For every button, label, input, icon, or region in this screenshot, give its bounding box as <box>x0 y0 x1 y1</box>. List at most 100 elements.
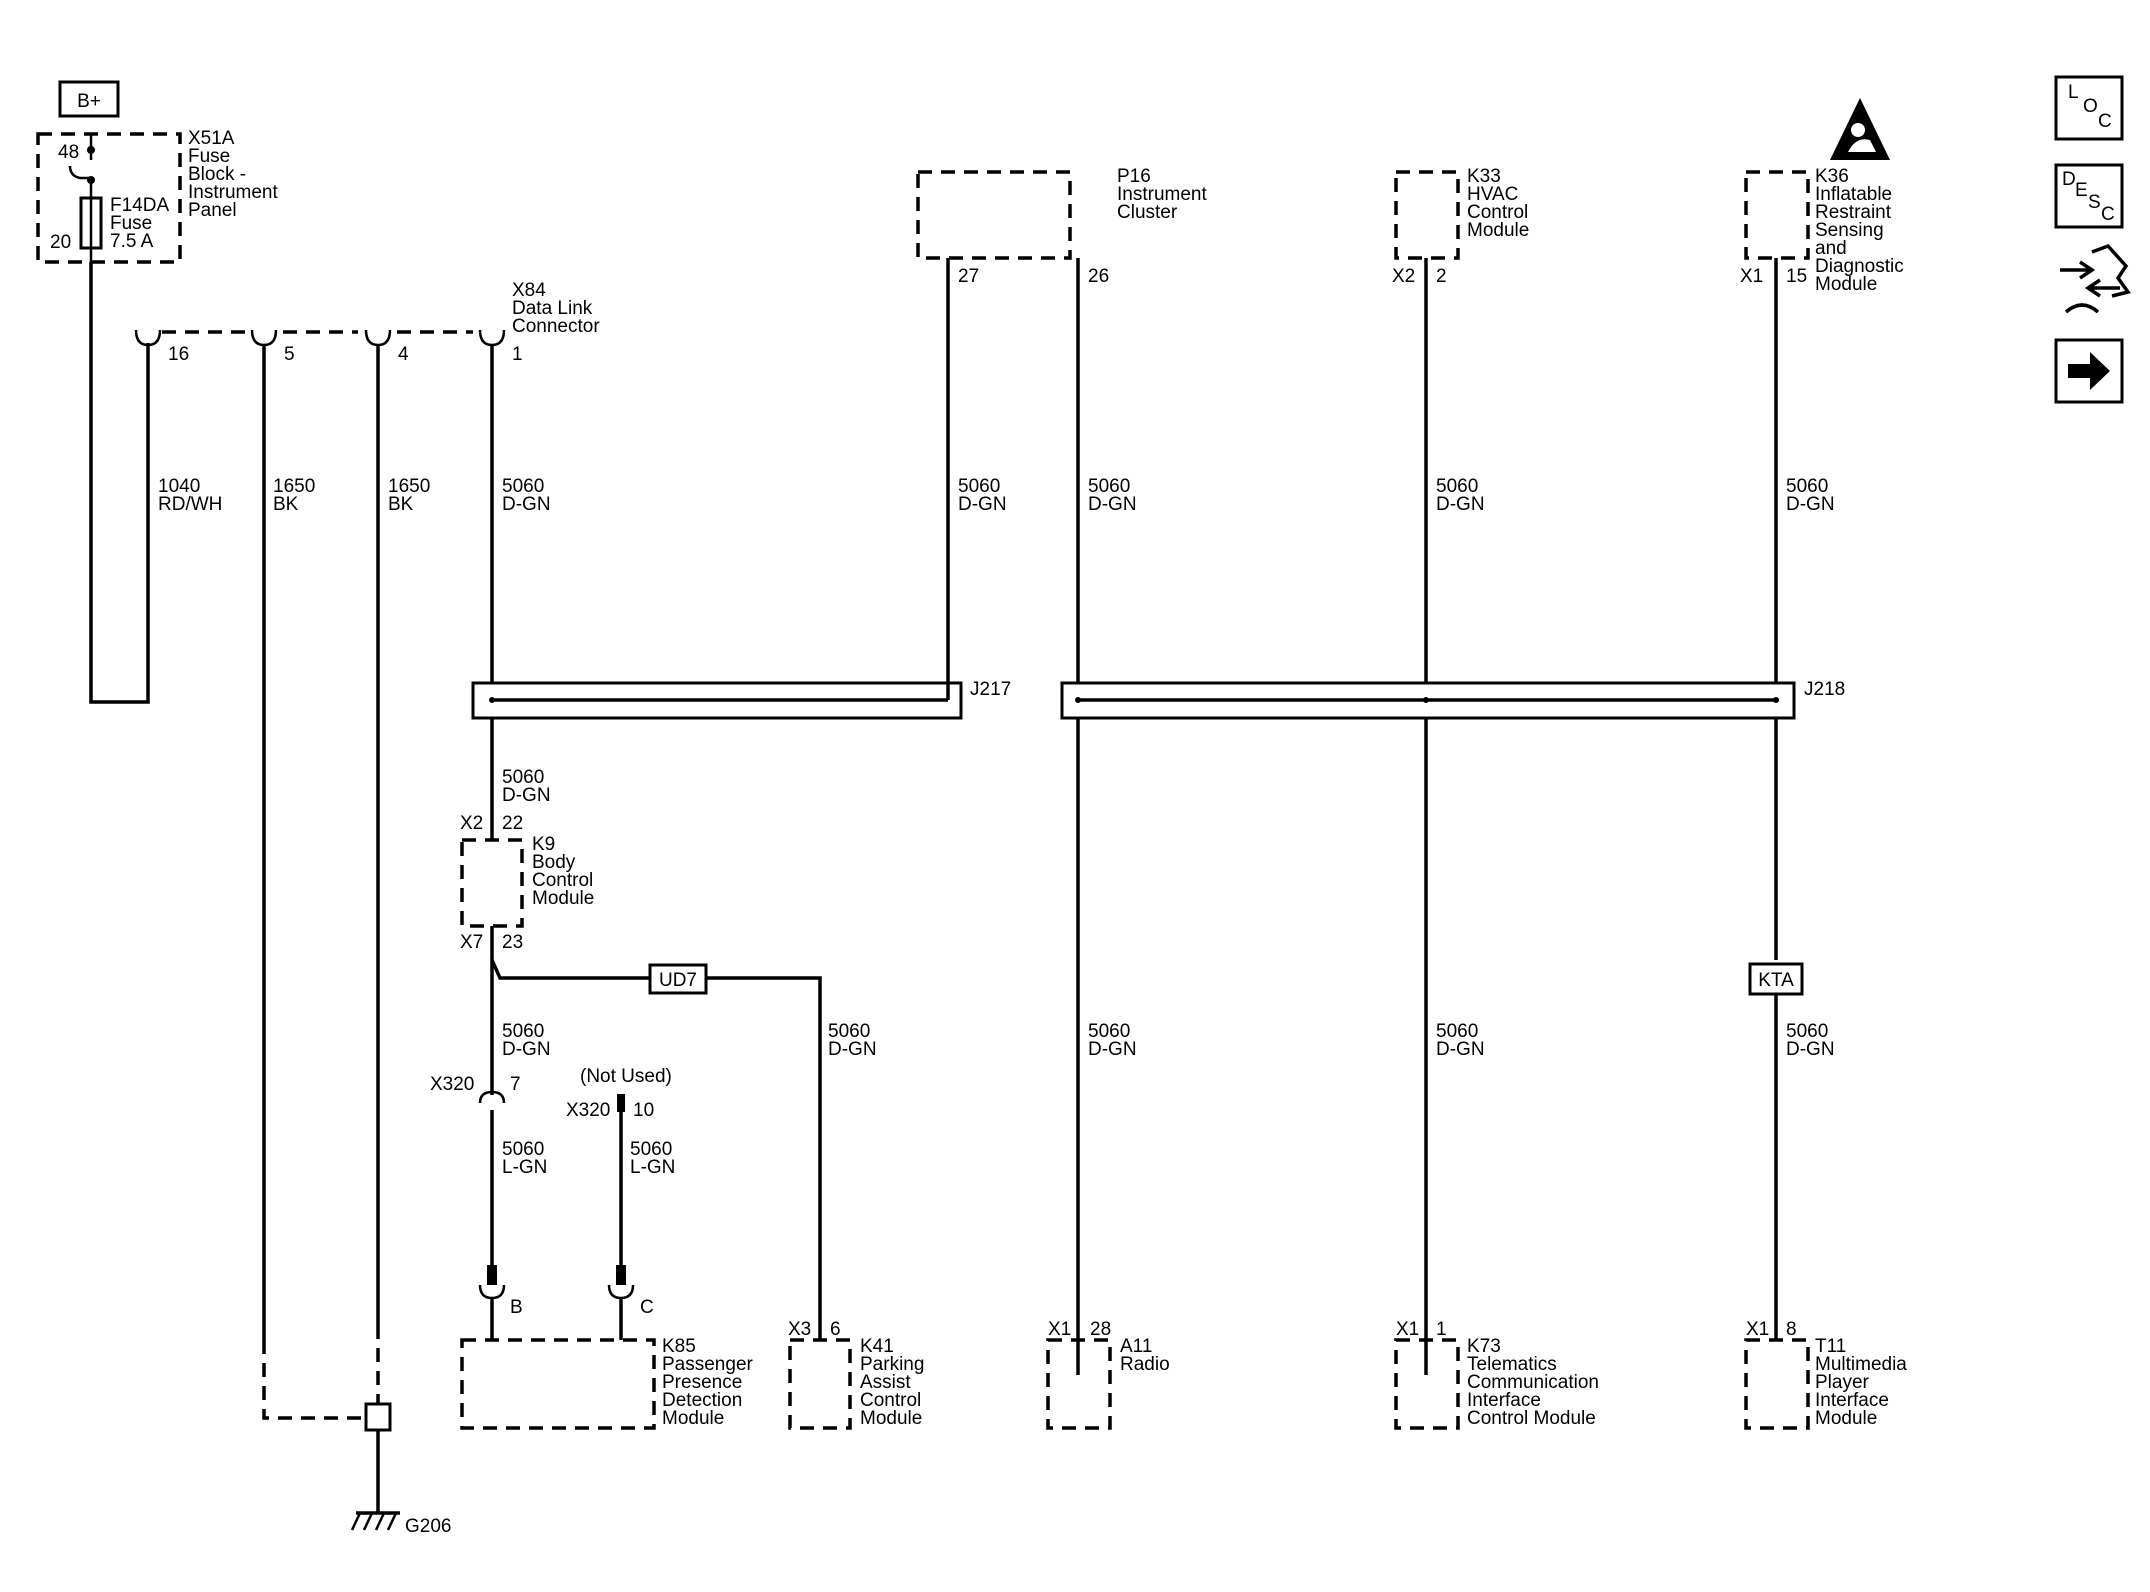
ground-label: G206 <box>405 1516 451 1537</box>
wire-t11-color: D-GN <box>1786 1039 1835 1060</box>
k36-name-2: Restraint <box>1815 202 1892 223</box>
wire-p16-26-num: 5060 <box>1088 476 1130 497</box>
desc-icon[interactable]: D E S C <box>2054 163 2124 229</box>
dlc-pin-1 <box>478 329 506 347</box>
k9-name-1: Body <box>532 852 576 873</box>
k73-name-4: Control Module <box>1467 1408 1596 1429</box>
module-k85 <box>460 1338 656 1430</box>
svg-text:C: C <box>2098 111 2112 132</box>
wire-1040-num: 1040 <box>158 476 200 497</box>
k33-name-3: Module <box>1467 220 1529 241</box>
wire-k73-num: 5060 <box>1436 1021 1478 1042</box>
svg-text:C: C <box>2101 204 2115 225</box>
k36-name-6: Module <box>1815 274 1877 295</box>
fuse-block-name-4: Panel <box>188 200 237 221</box>
bplus-label: B+ <box>77 91 101 112</box>
svg-text:E: E <box>2075 180 2088 201</box>
dlc-name-1: Data Link <box>512 298 593 319</box>
wire-k33-color: D-GN <box>1436 494 1485 515</box>
fuse-block-name-2: Block - <box>188 164 246 185</box>
x320-pin-7 <box>478 1090 506 1104</box>
fuse-block-pin-top: 48 <box>58 142 79 163</box>
module-k33 <box>1394 170 1460 260</box>
k36-conn: X1 <box>1740 266 1763 287</box>
next-arrow-icon[interactable] <box>2054 338 2124 404</box>
wire-1650a-color: BK <box>273 494 299 515</box>
option-kta-label: KTA <box>1758 970 1794 991</box>
wire-5060-k9-color: D-GN <box>502 785 551 806</box>
wire-k41-num: 5060 <box>828 1021 870 1042</box>
dlc-pin-4-label: 4 <box>398 344 409 365</box>
option-kta <box>1748 962 1804 996</box>
k85-name-1: Passenger <box>662 1354 754 1375</box>
dlc-pin-5-label: 5 <box>284 344 295 365</box>
k41-name-4: Module <box>860 1408 922 1429</box>
fuse-name: Fuse <box>110 213 152 234</box>
loc-icon[interactable]: L O C <box>2054 75 2124 141</box>
k36-name-1: Inflatable <box>1815 184 1892 205</box>
k41-name-2: Assist <box>860 1372 911 1393</box>
module-k41 <box>788 1338 852 1430</box>
wire-k36-num: 5060 <box>1786 476 1828 497</box>
svg-text:L: L <box>2068 82 2079 103</box>
x320-pin-10 <box>617 1094 625 1112</box>
module-a11 <box>1046 1338 1112 1430</box>
wire-t11-num: 5060 <box>1786 1021 1828 1042</box>
k85-name-2: Presence <box>662 1372 742 1393</box>
wire-p16-26-color: D-GN <box>1088 494 1137 515</box>
wire-k36-color: D-GN <box>1786 494 1835 515</box>
wire-a11-num: 5060 <box>1088 1021 1130 1042</box>
fuse-block-name-1: Fuse <box>188 146 230 167</box>
wire-k9-down-num: 5060 <box>502 1021 544 1042</box>
x320-id-a: X320 <box>430 1074 474 1095</box>
wire-1650b-color: BK <box>388 494 414 515</box>
wire-k41-color: D-GN <box>828 1039 877 1060</box>
wire-5060-dlc-num: 5060 <box>502 476 544 497</box>
wire-a11-color: D-GN <box>1088 1039 1137 1060</box>
wire-x320-10-color: L-GN <box>630 1157 675 1178</box>
x320-pin-7-label: 7 <box>510 1074 521 1095</box>
wire-k73-color: D-GN <box>1436 1039 1485 1060</box>
wire-p16-27-color: D-GN <box>958 494 1007 515</box>
k9-name-3: Module <box>532 888 594 909</box>
x320-id-b: X320 <box>566 1100 610 1121</box>
k33-id: K33 <box>1467 166 1501 187</box>
svg-text:S: S <box>2088 192 2101 213</box>
option-ud7 <box>648 963 708 995</box>
k9-conn-top: X2 <box>460 813 483 834</box>
k36-id: K36 <box>1815 166 1849 187</box>
t11-name-1: Multimedia <box>1815 1354 1907 1375</box>
k36-name-5: Diagnostic <box>1815 256 1904 277</box>
dlc-pin-5 <box>250 329 278 347</box>
ground-splice <box>364 1402 392 1432</box>
k41-conn: X3 <box>788 1319 811 1340</box>
k9-conn-bottom: X7 <box>460 932 483 953</box>
k41-id: K41 <box>860 1336 894 1357</box>
k36-name-3: Sensing <box>1815 220 1884 241</box>
a11-id: A11 <box>1120 1336 1152 1357</box>
k36-pin: 15 <box>1786 266 1807 287</box>
k73-pin: 1 <box>1436 1319 1447 1340</box>
k73-name-3: Interface <box>1467 1390 1541 1411</box>
dlc-pin-4 <box>364 329 392 347</box>
dlc-id: X84 <box>512 280 546 301</box>
k33-pin: 2 <box>1436 266 1447 287</box>
dlc-name-2: Connector <box>512 316 600 337</box>
k33-conn: X2 <box>1392 266 1415 287</box>
k41-name-1: Parking <box>860 1354 924 1375</box>
p16-name-1: Instrument <box>1117 184 1207 205</box>
k9-pin-bottom: 23 <box>502 932 523 953</box>
t11-name-3: Interface <box>1815 1390 1889 1411</box>
a11-name-1: Radio <box>1120 1354 1170 1375</box>
p16-id: P16 <box>1117 166 1151 187</box>
k33-name-2: Control <box>1467 202 1528 223</box>
connector-swap-icon[interactable] <box>2060 243 2131 314</box>
dlc-pin-1-label: 1 <box>512 344 523 365</box>
t11-pin: 8 <box>1786 1319 1797 1340</box>
a11-conn: X1 <box>1048 1319 1071 1340</box>
wire-x320-10-num: 5060 <box>630 1139 672 1160</box>
k73-conn: X1 <box>1396 1319 1419 1340</box>
module-p16 <box>916 170 1072 260</box>
k85-name-4: Module <box>662 1408 724 1429</box>
bplus-box <box>58 80 120 118</box>
